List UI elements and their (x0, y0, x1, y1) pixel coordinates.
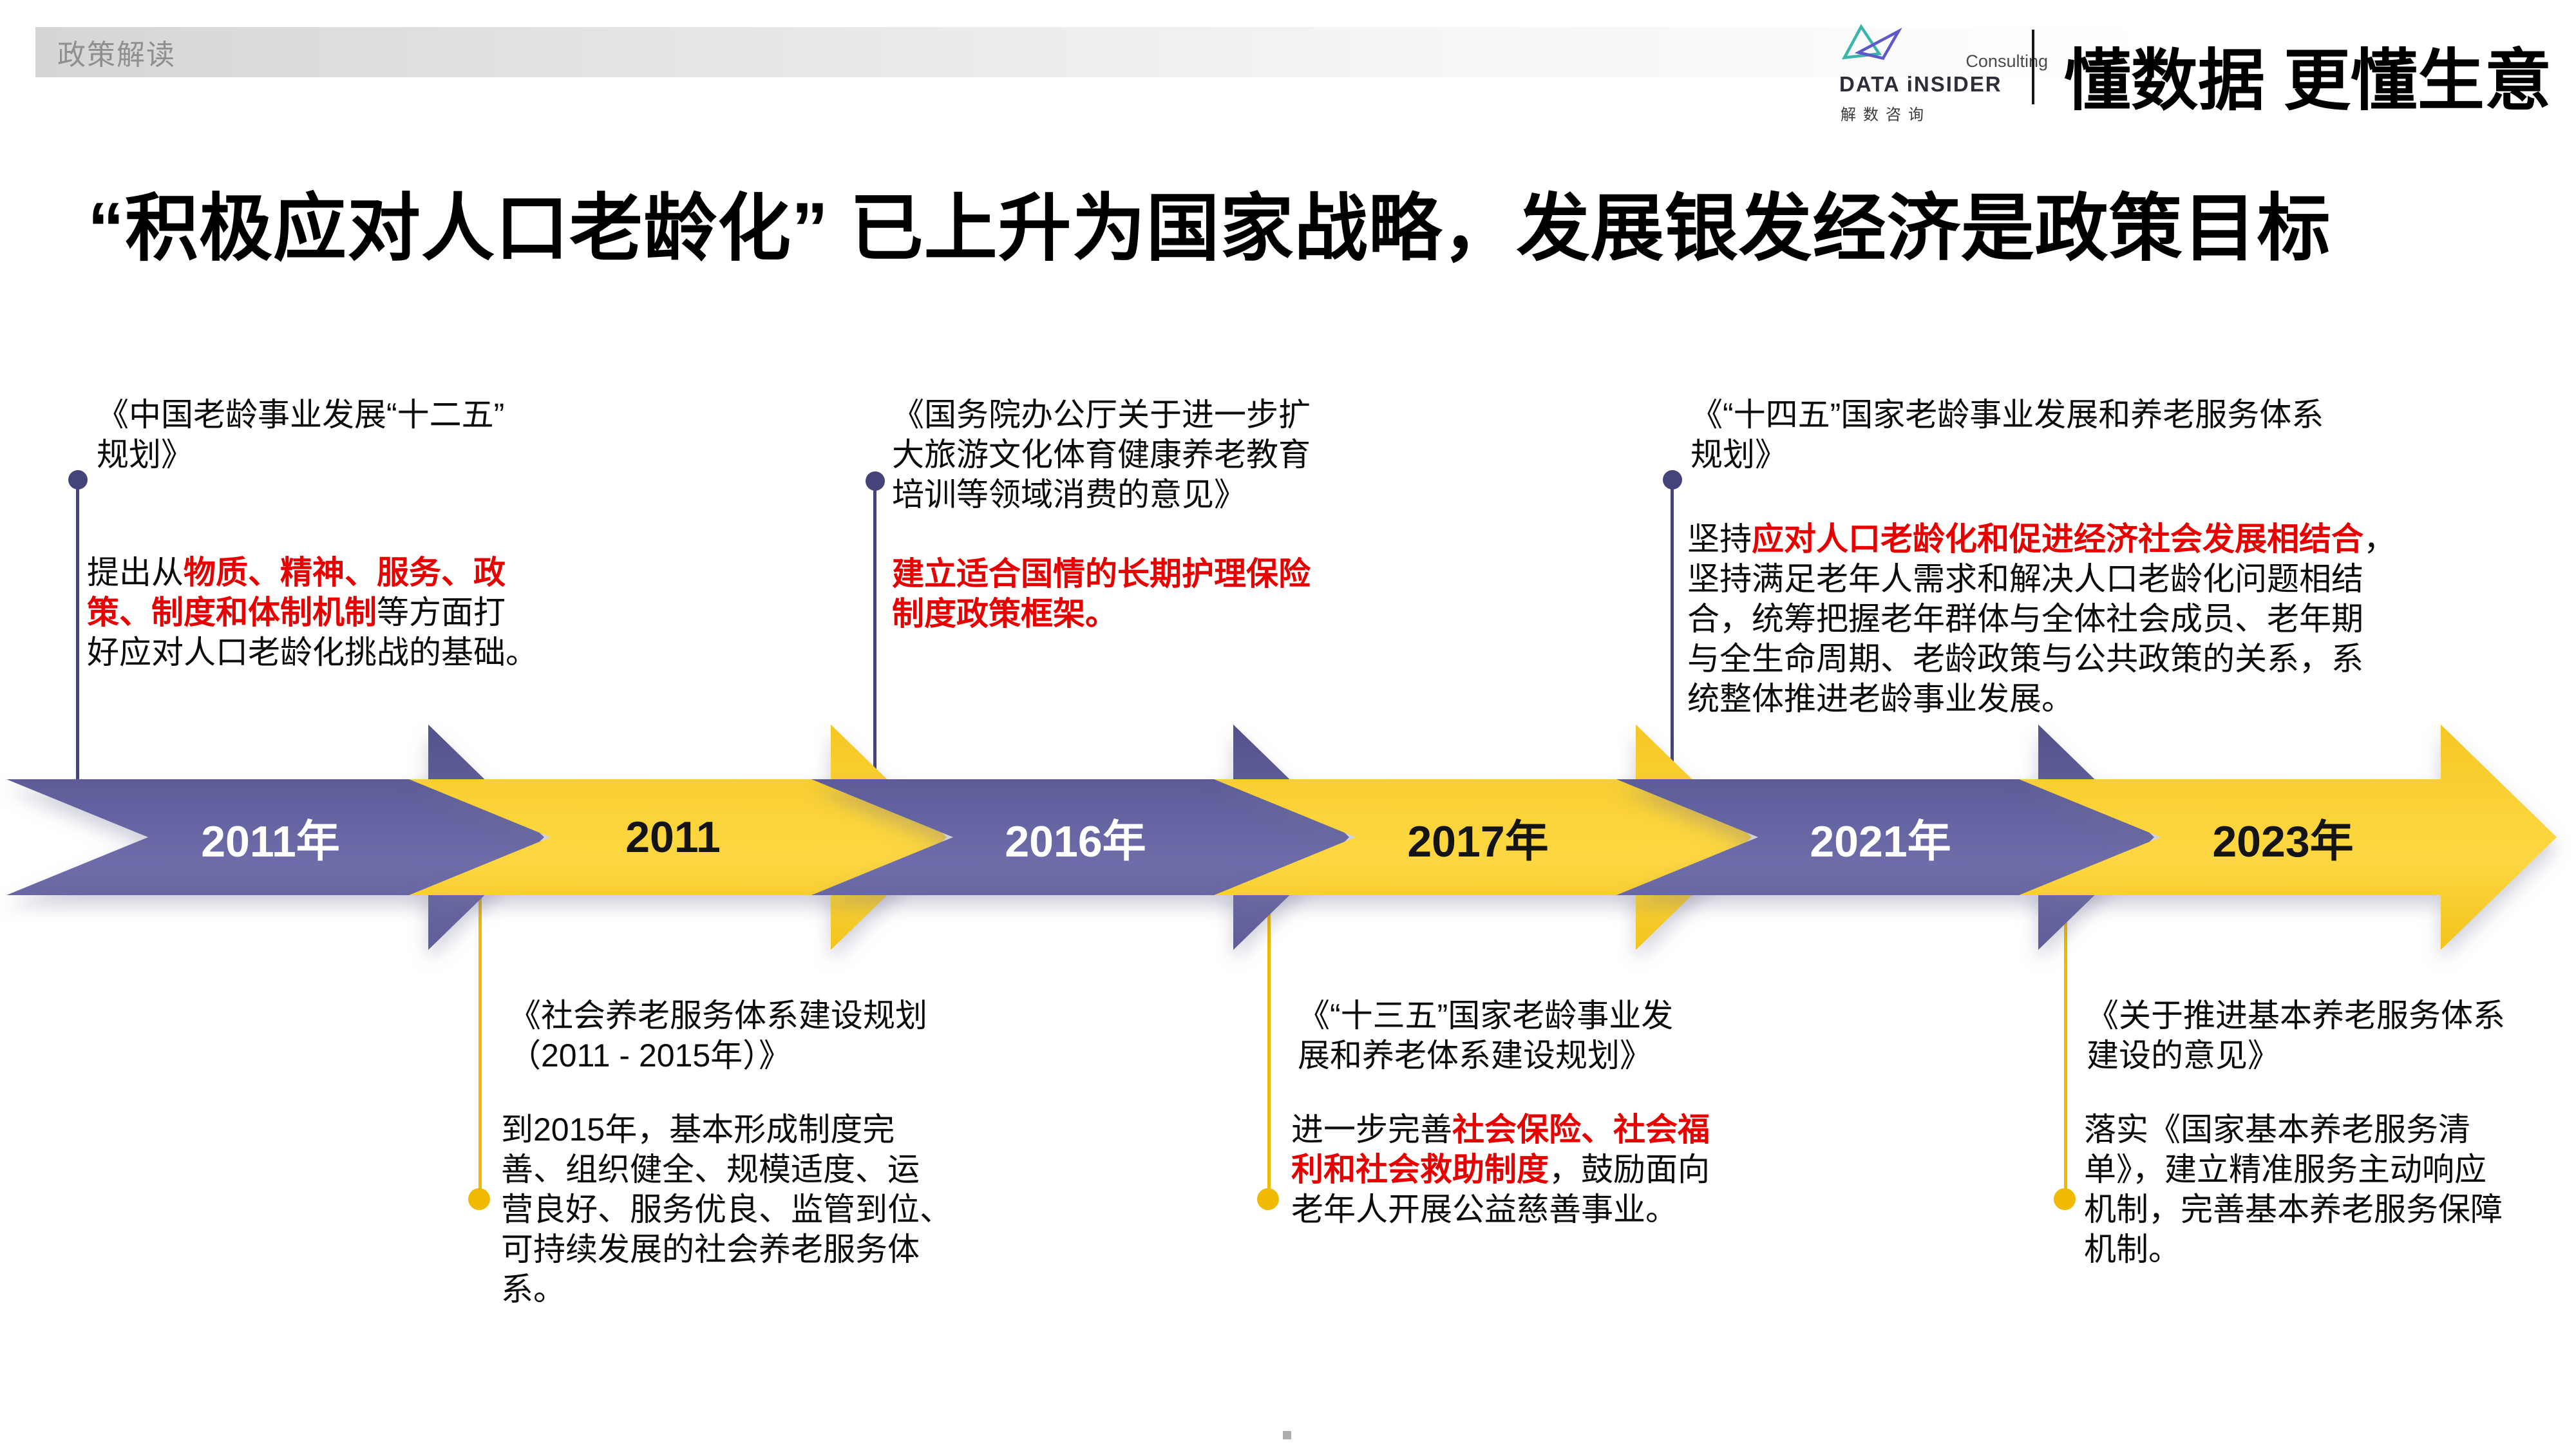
policy-note-body: 到2015年，基本形成制度完 善、组织健全、规模适度、运 营良好、服务优良、监管… (501, 1112, 952, 1307)
timeline-arrow-0: 2011年 (0, 724, 544, 950)
timeline-year: 2011 (625, 813, 721, 862)
connector-line (1671, 480, 1674, 781)
timeline-arrow-4: 2021年 (1610, 724, 2154, 950)
brand-name-cn: 解数咨询 (1841, 106, 1931, 124)
policy-note-title: 《“十四五”国家老龄事业发展和养老服务体系 规划》 (1690, 397, 2324, 473)
connector-dot (468, 1188, 490, 1210)
policy-note-body: 提出从物质、精神、服务、政 策、制度和体制机制等方面打 好应对人口老龄化挑战的基… (87, 554, 538, 670)
timeline-year: 2011年 (201, 817, 340, 866)
connector-line (873, 481, 876, 781)
connector-line (1267, 894, 1271, 1200)
connector-dot (866, 471, 885, 491)
connector-line (2064, 894, 2067, 1200)
policy-note-body: 坚持应对人口老龄化和促进经济社会发展相结合， 坚持满足老年人需求和解决人口老龄化… (1687, 521, 2396, 717)
timeline-year: 2021年 (1810, 817, 1951, 866)
breadcrumb-bar: 政策解读 (35, 27, 2341, 77)
small-gray-square-icon (1283, 1431, 1291, 1439)
policy-note-title: 《关于推进基本养老服务体系 建设的意见》 (2087, 998, 2505, 1074)
timeline-year: 2016年 (1005, 817, 1146, 866)
policy-note-title: 《社会养老服务体系建设规划 （2011 - 2015年）》 (509, 998, 927, 1074)
policy-note-title: 《“十三五”国家老龄事业发 展和养老体系建设规划》 (1298, 998, 1674, 1074)
connector-line (478, 894, 482, 1200)
policy-note-body: 建立适合国情的长期护理保险 制度政策框架。 (892, 556, 1311, 632)
connector-dot (68, 470, 88, 489)
timeline-arrow-3: 2017年 (1208, 724, 1752, 950)
timeline-year: 2017年 (1407, 817, 1549, 866)
bowtie-logo-icon (1841, 24, 1902, 61)
policy-note-body: 落实《国家基本养老服务清 单》，建立精准服务主动响应 机制，完善基本养老服务保障… (2084, 1112, 2503, 1267)
timeline-arrow-5: 2023年 (2012, 724, 2557, 950)
connector-dot (1663, 470, 1682, 489)
connector-dot (1257, 1188, 1279, 1210)
page-title: “积极应对人口老龄化” 已上升为国家战略，发展银发经济是政策目标 (88, 188, 2331, 270)
policy-note-title: 《国务院办公厅关于进一步扩 大旅游文化体育健康养老教育 培训等领域消费的意见》 (892, 397, 1311, 513)
brand-divider (2032, 30, 2034, 104)
brand-tagline: 懂数据 更懂生意 (2064, 44, 2552, 118)
connector-dot (2054, 1188, 2076, 1210)
timeline-arrow-2: 2016年 (805, 724, 1349, 950)
policy-note-body: 进一步完善社会保险、社会福 利和社会救助制度，鼓励面向 老年人开展公益慈善事业。 (1291, 1112, 1710, 1227)
brand-name: DATA iNSIDER (1839, 72, 2002, 96)
policy-note-title: 《中国老龄事业发展“十二五” 规划》 (97, 397, 505, 473)
timeline-arrow-1: 2011 (402, 724, 947, 950)
connector-line (76, 480, 79, 781)
timeline-year: 2023年 (2212, 817, 2354, 866)
breadcrumb: 政策解读 (57, 39, 176, 71)
